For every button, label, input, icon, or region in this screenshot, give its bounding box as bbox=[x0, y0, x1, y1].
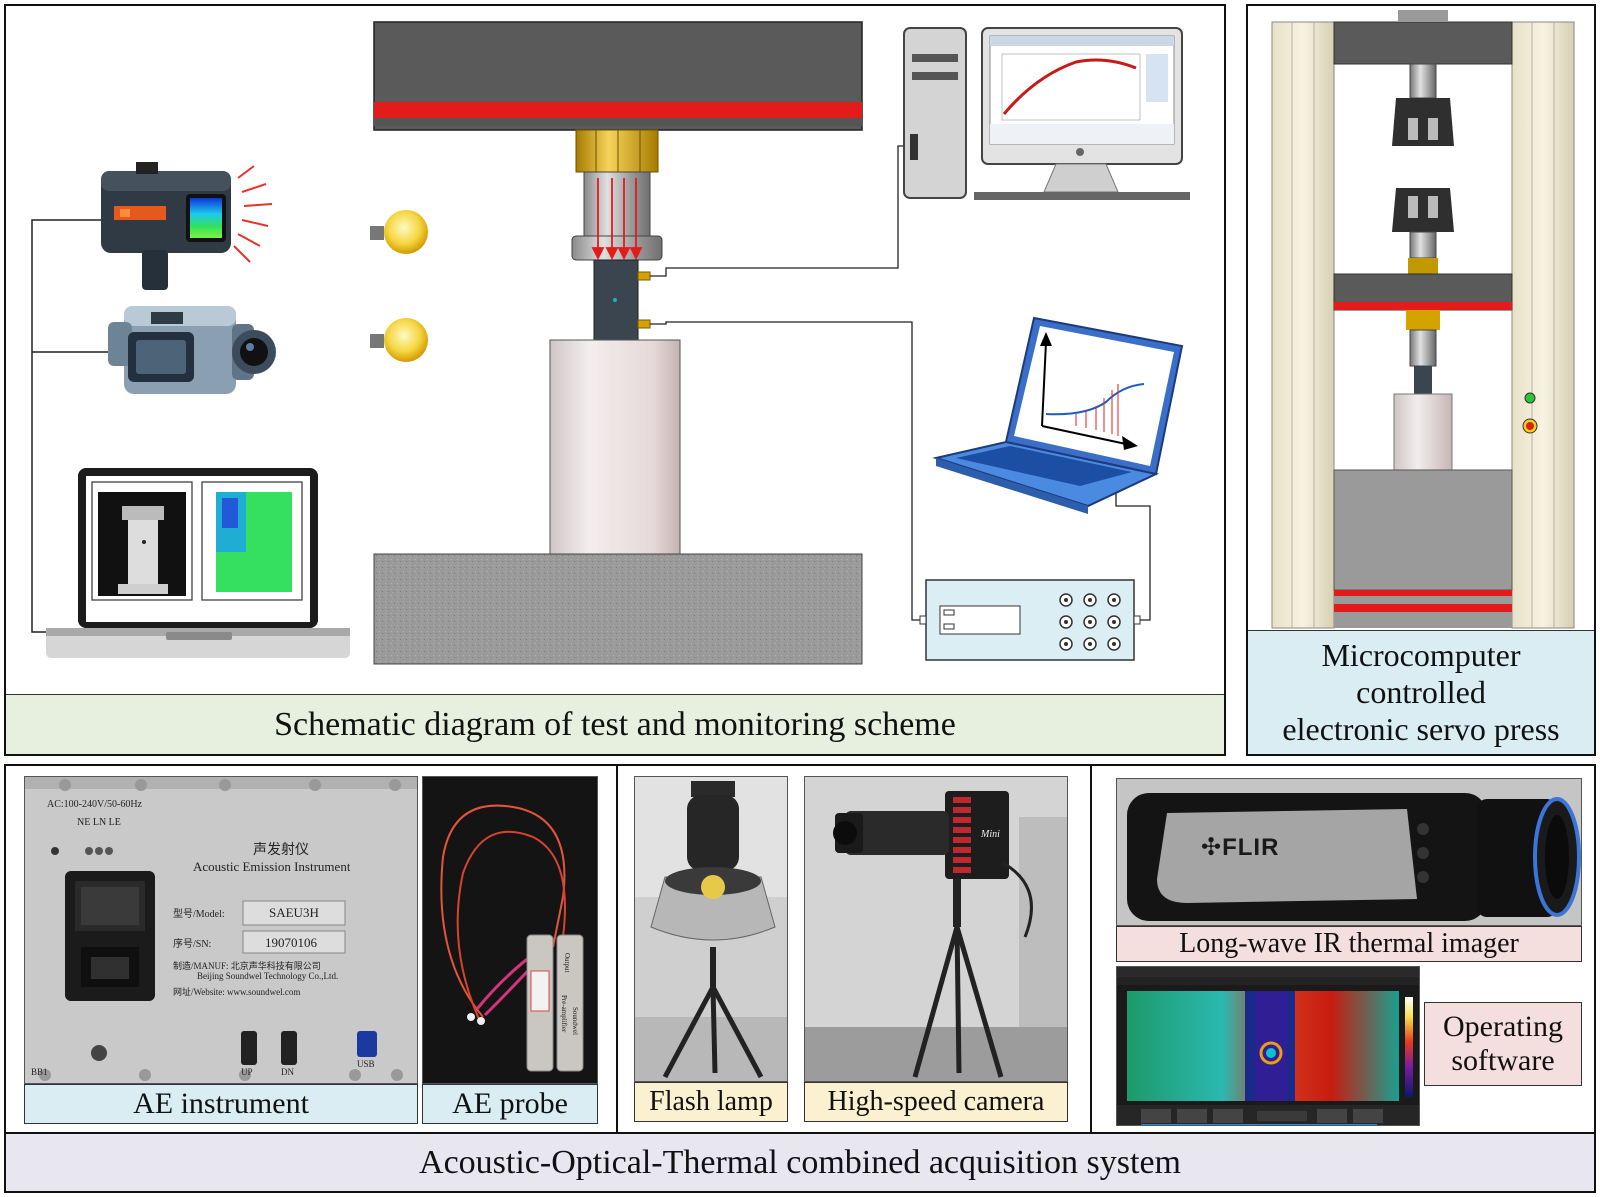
divider-1 bbox=[616, 764, 618, 1132]
camera-brand-label: Mini bbox=[981, 829, 1000, 840]
ae-probe-caption-text: AE probe bbox=[452, 1086, 568, 1120]
ae-instrument-photo: AC:100-240V/50-60Hz NE LN LE 声发射仪 Acoust… bbox=[24, 776, 418, 1084]
high-speed-camera-caption: High-speed camera bbox=[804, 1082, 1068, 1122]
ae-instrument-caption-text: AE instrument bbox=[133, 1086, 309, 1120]
ir-imager-caption-text: Long-wave IR thermal imager bbox=[1179, 927, 1519, 959]
flir-brand-text: FLIR bbox=[1222, 834, 1280, 861]
flir-logo-icon: ✣ bbox=[1201, 834, 1223, 861]
ae-sensor-lower bbox=[637, 319, 651, 329]
ae-probe-label-brand: Soundwel bbox=[571, 1007, 579, 1035]
press-upper-beam bbox=[373, 21, 863, 131]
acquisition-caption-text: Acoustic-Optical-Thermal combined acquis… bbox=[419, 1143, 1181, 1181]
infrared-camera-icon bbox=[101, 162, 273, 290]
ae-acquisition-box bbox=[919, 579, 1141, 661]
ae-manufacturer-cn: 制造/MANUF: 北京声华科技有限公司 bbox=[173, 961, 321, 971]
load-arrows bbox=[591, 178, 643, 261]
ae-power-label: AC:100-240V/50-60Hz bbox=[47, 799, 142, 810]
flash-lamp-photo bbox=[634, 776, 788, 1082]
schematic-caption: Schematic diagram of test and monitoring… bbox=[6, 694, 1224, 754]
schematic-drawing bbox=[31, 21, 1190, 665]
light-bulb-icon-lower bbox=[370, 318, 428, 362]
high-speed-camera-caption-text: High-speed camera bbox=[827, 1085, 1045, 1117]
ae-sn-label: 序号/SN: bbox=[173, 939, 212, 950]
ae-sensor-upper bbox=[637, 271, 651, 281]
operating-software-caption-line2: software bbox=[1451, 1044, 1555, 1077]
ae-sn-value: 19070106 bbox=[265, 935, 317, 950]
servo-press-drawing bbox=[1268, 10, 1578, 629]
acquisition-caption: Acoustic-Optical-Thermal combined acquis… bbox=[6, 1132, 1594, 1191]
ae-probe-photo: Output Pre-amplifier Soundwel bbox=[422, 776, 598, 1084]
ae-probe-label-output: Output bbox=[563, 953, 571, 973]
desktop-tower-icon bbox=[903, 27, 967, 199]
divider-2 bbox=[1090, 764, 1092, 1132]
operating-software-caption: Operating software bbox=[1424, 1002, 1582, 1086]
press-base-platform bbox=[373, 553, 863, 665]
pedestal-cylinder bbox=[549, 339, 681, 559]
monitor-icon bbox=[974, 27, 1190, 200]
high-speed-camera-icon bbox=[108, 306, 276, 394]
ae-laptop-icon bbox=[932, 316, 1184, 514]
camera-connection-lines bbox=[31, 219, 110, 633]
ae-probe-label-preamp: Pre-amplifier bbox=[560, 995, 568, 1033]
sensor-connection-lines bbox=[650, 145, 1151, 621]
press-column-right bbox=[1511, 21, 1575, 629]
schematic-caption-text: Schematic diagram of test and monitoring… bbox=[274, 705, 956, 743]
servo-press-caption: Microcomputer controlled electronic serv… bbox=[1248, 630, 1594, 754]
operating-software-caption-line1: Operating bbox=[1443, 1009, 1563, 1043]
dic-laptop-icon bbox=[46, 468, 350, 658]
ae-model-value: SAEU3H bbox=[269, 905, 319, 920]
ae-probe-caption: AE probe bbox=[422, 1084, 598, 1124]
flir-brand-label: ✣FLIR bbox=[1201, 833, 1279, 862]
indicator-light-green bbox=[1524, 392, 1536, 404]
servo-press-caption-line2: controlled bbox=[1356, 674, 1486, 711]
ae-title-cn: 声发射仪 bbox=[253, 843, 309, 858]
light-bulb-icon-upper bbox=[370, 210, 428, 254]
gold-collar bbox=[575, 129, 659, 173]
press-column-left bbox=[1271, 21, 1335, 629]
high-speed-camera-photo: Mini bbox=[804, 776, 1068, 1082]
ir-imager-caption: Long-wave IR thermal imager bbox=[1116, 926, 1582, 962]
ae-ne-ln-le-label: NE LN LE bbox=[77, 817, 121, 828]
flash-lamp-caption: Flash lamp bbox=[634, 1082, 788, 1122]
servo-press-caption-line1: Microcomputer bbox=[1321, 637, 1521, 674]
servo-press-caption-line3: electronic servo press bbox=[1282, 710, 1560, 747]
ae-port-dn-label: DN bbox=[281, 1067, 294, 1077]
ae-instrument-caption: AE instrument bbox=[24, 1084, 418, 1124]
ae-port-bb-label: BB1 bbox=[31, 1067, 48, 1077]
ae-port-usb-label: USB bbox=[357, 1059, 375, 1069]
ae-model-label: 型号/Model: bbox=[173, 909, 225, 920]
ir-imager-photo: ✣FLIR bbox=[1116, 778, 1582, 926]
ae-title-en: Acoustic Emission Instrument bbox=[193, 859, 351, 874]
ae-port-up-label: UP bbox=[241, 1067, 253, 1077]
ae-website: 网址/Website: www.soundwel.com bbox=[173, 987, 301, 997]
ae-manufacturer-en: Beijing Soundwel Technology Co.,Ltd. bbox=[197, 971, 339, 981]
operating-software-screenshot bbox=[1116, 966, 1420, 1126]
loading-rod bbox=[583, 171, 651, 241]
flash-lamp-caption-text: Flash lamp bbox=[649, 1085, 773, 1117]
